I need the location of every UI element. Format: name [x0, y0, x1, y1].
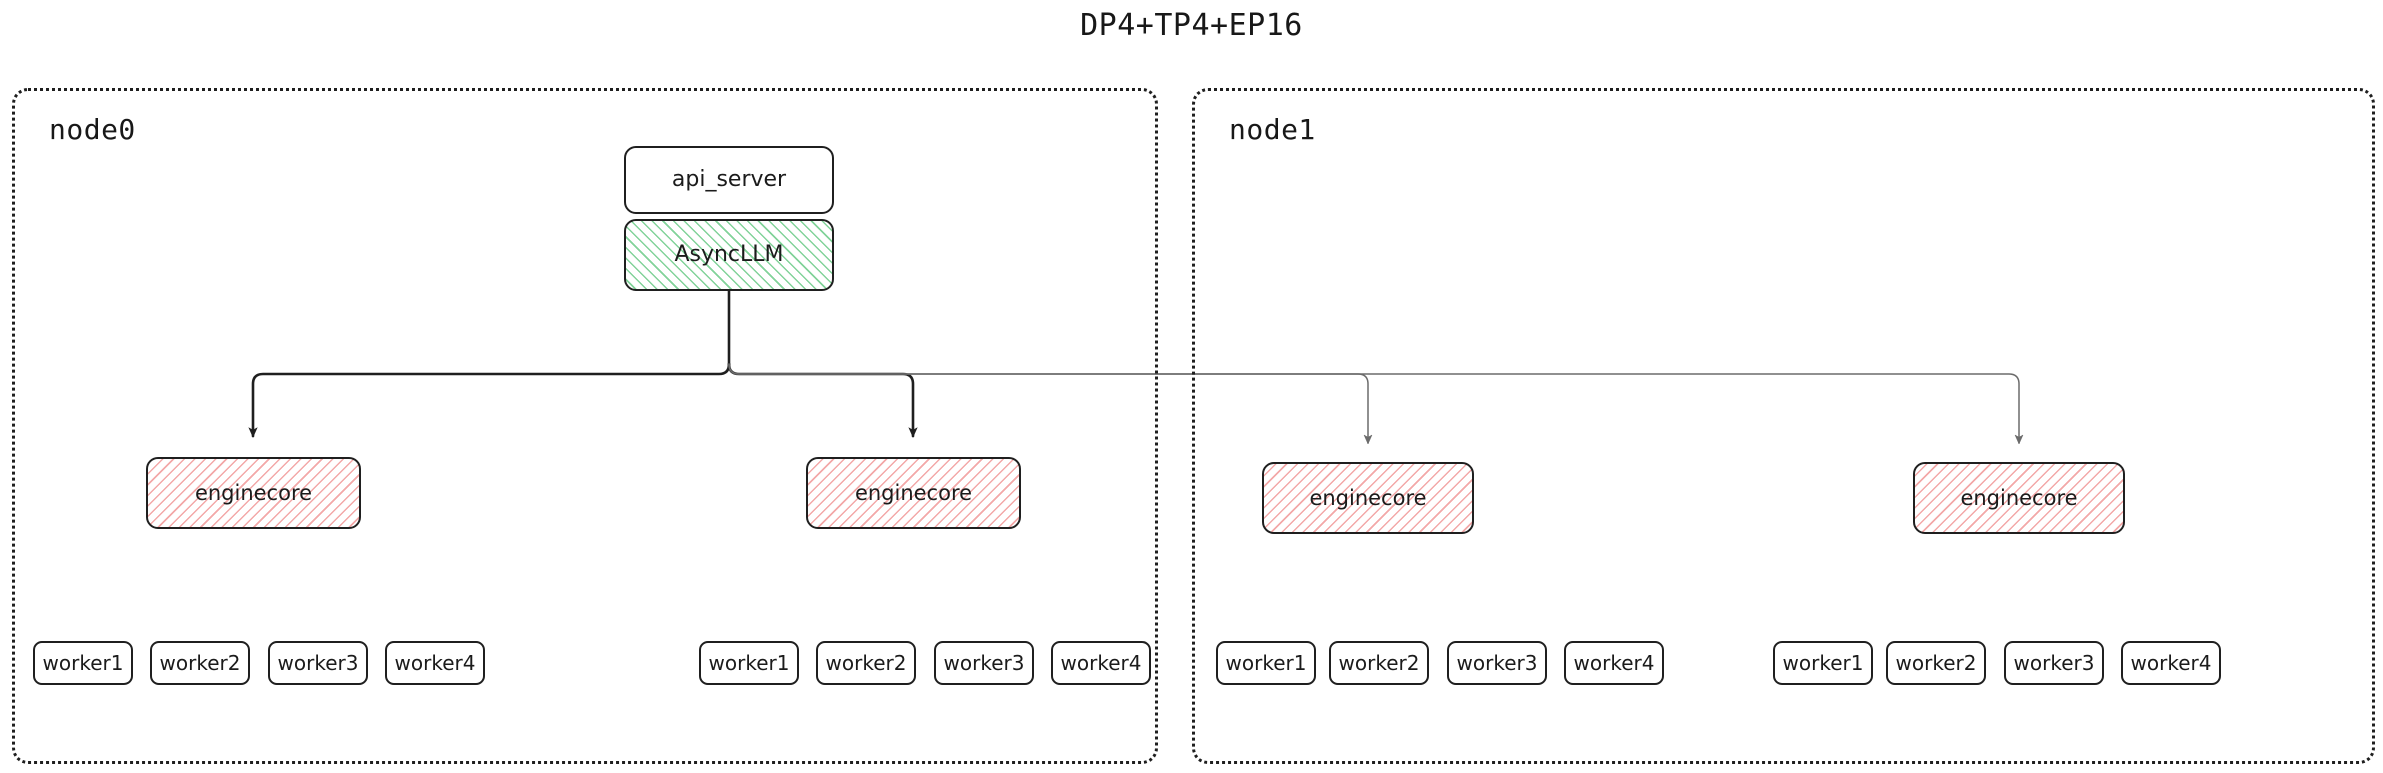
- node-worker[interactable]: worker1: [699, 641, 799, 685]
- page-title: DP4+TP4+EP16: [1080, 8, 1303, 43]
- node-worker[interactable]: worker2: [1886, 641, 1986, 685]
- node-worker[interactable]: worker4: [1051, 641, 1151, 685]
- node-worker[interactable]: worker2: [1329, 641, 1429, 685]
- node-asyncllm[interactable]: AsyncLLM: [624, 219, 834, 291]
- node-enginecore-node0-1[interactable]: enginecore: [806, 457, 1021, 529]
- node-worker[interactable]: worker2: [150, 641, 250, 685]
- node-worker[interactable]: worker4: [385, 641, 485, 685]
- node-worker[interactable]: worker1: [1216, 641, 1316, 685]
- node-asyncllm-label: AsyncLLM: [674, 242, 784, 267]
- node-worker-label: worker3: [2013, 651, 2095, 675]
- node-enginecore-node1-1[interactable]: enginecore: [1913, 462, 2125, 534]
- node-worker-label: worker2: [1338, 651, 1420, 675]
- node-worker-label: worker1: [708, 651, 790, 675]
- subgraph-node0[interactable]: node0: [12, 88, 1158, 764]
- node-worker-label: worker2: [825, 651, 907, 675]
- node-worker-label: worker1: [1225, 651, 1307, 675]
- subgraph-node1[interactable]: node1: [1192, 88, 2375, 764]
- node-worker-label: worker2: [1895, 651, 1977, 675]
- node-api-server[interactable]: api_server: [624, 146, 834, 214]
- node-worker-label: worker4: [394, 651, 476, 675]
- node-worker-label: worker1: [1782, 651, 1864, 675]
- node-worker-label: worker3: [1456, 651, 1538, 675]
- node-enginecore-node0-0[interactable]: enginecore: [146, 457, 361, 529]
- subgraph-node0-label: node0: [49, 113, 136, 146]
- node-enginecore-node1-1-label: enginecore: [1960, 485, 2078, 510]
- node-worker-label: worker3: [277, 651, 359, 675]
- node-enginecore-node0-1-label: enginecore: [854, 480, 973, 505]
- node-worker-label: worker4: [2130, 651, 2212, 675]
- node-worker[interactable]: worker3: [2004, 641, 2104, 685]
- node-enginecore-node1-0-label: enginecore: [1309, 485, 1427, 510]
- node-worker[interactable]: worker1: [33, 641, 133, 685]
- node-worker-label: worker4: [1060, 651, 1142, 675]
- node-worker-label: worker1: [42, 651, 124, 675]
- node-worker[interactable]: worker2: [816, 641, 916, 685]
- subgraph-node1-label: node1: [1229, 113, 1316, 146]
- node-worker[interactable]: worker1: [1773, 641, 1873, 685]
- node-enginecore-node1-0[interactable]: enginecore: [1262, 462, 1474, 534]
- node-enginecore-node0-0-label: enginecore: [194, 480, 313, 505]
- node-worker-label: worker4: [1573, 651, 1655, 675]
- node-worker[interactable]: worker3: [268, 641, 368, 685]
- node-worker[interactable]: worker4: [2121, 641, 2221, 685]
- node-worker[interactable]: worker3: [934, 641, 1034, 685]
- node-worker[interactable]: worker4: [1564, 641, 1664, 685]
- node-api-server-label: api_server: [671, 167, 787, 192]
- node-worker[interactable]: worker3: [1447, 641, 1547, 685]
- node-worker-label: worker3: [943, 651, 1025, 675]
- node-worker-label: worker2: [159, 651, 241, 675]
